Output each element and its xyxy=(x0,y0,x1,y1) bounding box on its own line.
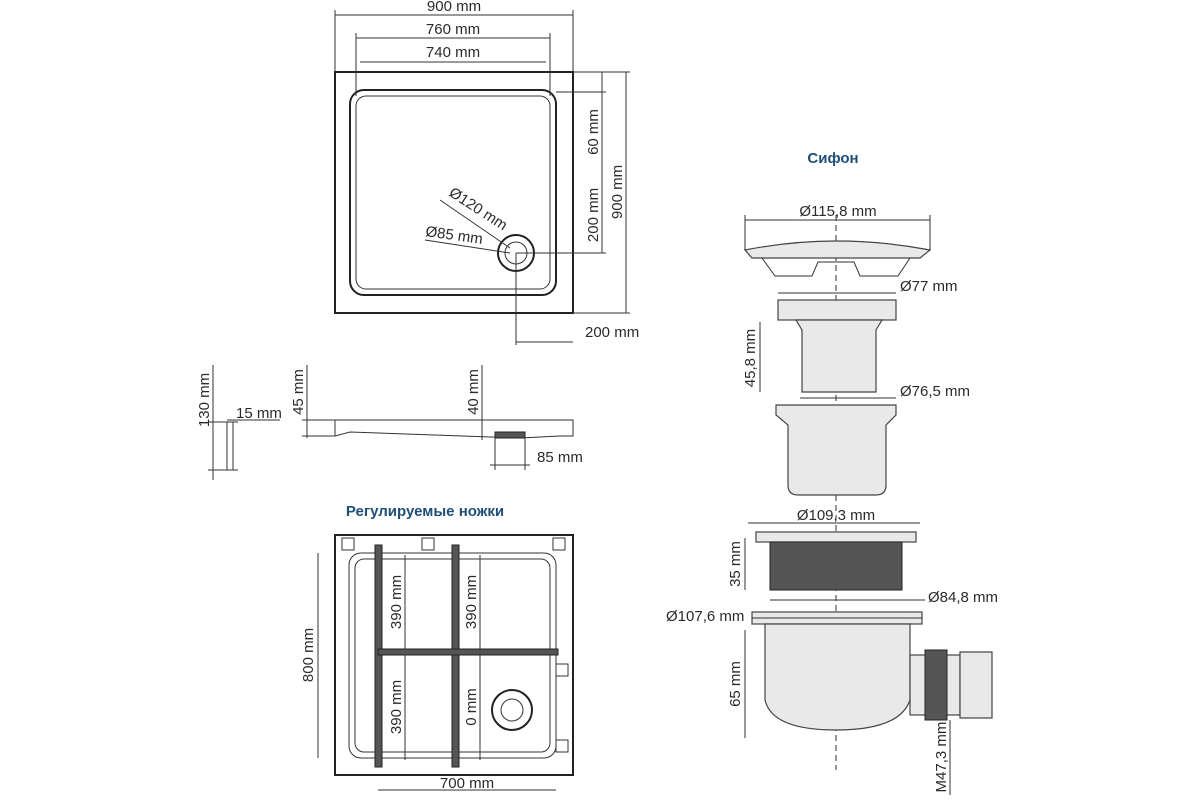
siphon-nut-flange xyxy=(755,531,917,543)
dim-d77: Ø77 mm xyxy=(900,278,958,295)
dim-d115-8: Ø115,8 mm xyxy=(799,203,876,220)
leader-line xyxy=(424,239,511,254)
dim-0: 0 mm xyxy=(463,688,480,726)
siphon-insert-body xyxy=(794,319,884,393)
leg-foot xyxy=(555,739,569,753)
dim-800: 800 mm xyxy=(300,628,317,682)
leader-line xyxy=(439,199,511,249)
dim-60: 60 mm xyxy=(585,109,602,155)
siphon-body xyxy=(764,623,911,731)
dim-200-v: 200 mm xyxy=(585,188,602,242)
dim-m47-3: M47,3 mm xyxy=(933,722,950,793)
siphon-nut-thread xyxy=(769,541,903,591)
dim-760: 760 mm xyxy=(426,21,480,38)
dim-65: 65 mm xyxy=(727,661,744,707)
dim-d107-6: Ø107,6 mm xyxy=(666,608,744,625)
dim-d76-5: Ø76,5 mm xyxy=(900,383,970,400)
siphon-outlet-ring xyxy=(959,651,993,719)
dim-d109-3: Ø109,3 mm xyxy=(797,507,875,524)
leg-foot xyxy=(341,537,355,551)
dim-d84-8: Ø84,8 mm xyxy=(928,589,998,606)
tray-profile xyxy=(334,419,574,439)
dim-740: 740 mm xyxy=(426,44,480,61)
tray-bowl-inner xyxy=(355,95,551,290)
siphon-cup xyxy=(775,404,897,496)
dim-200-h: 200 mm xyxy=(585,324,639,341)
drain-profile xyxy=(494,431,526,439)
siphon-insert-rim xyxy=(777,299,897,321)
leg-foot xyxy=(552,537,566,551)
top-view: 900 mm 760 mm 740 mm 60 mm 200 mm 900 mm… xyxy=(334,0,639,345)
siphon-cap-legs xyxy=(761,257,911,277)
legs-title: Регулируемые ножки xyxy=(346,503,504,520)
leg-rail-right xyxy=(451,544,460,768)
siphon-cap xyxy=(743,240,932,259)
dim-35: 35 mm xyxy=(727,541,744,587)
leg-rail-cross xyxy=(377,648,559,656)
dim-390-tr: 390 mm xyxy=(463,575,480,629)
dim-900-top: 900 mm xyxy=(427,0,481,15)
leg-foot xyxy=(555,663,569,677)
side-view: 130 mm 15 mm 45 mm 40 mm 85 mm xyxy=(196,365,583,480)
dim-900-side: 900 mm xyxy=(609,165,626,219)
siphon-view: Сифон Ø115,8 mm Ø77 mm 45,8 mm Ø76,5 mm … xyxy=(666,150,998,795)
leg-foot xyxy=(421,537,435,551)
tray-bowl-outer xyxy=(349,89,557,296)
siphon-title: Сифон xyxy=(807,150,858,167)
dim-45-8: 45,8 mm xyxy=(742,329,759,387)
dim-45: 45 mm xyxy=(290,369,307,415)
dim-130: 130 mm xyxy=(196,373,213,427)
legs-view: Регулируемые ножки 800 mm 700 mm 390 mm … xyxy=(300,503,574,792)
legs-tray-outline xyxy=(334,534,574,776)
legs-drain-inner xyxy=(500,698,524,722)
dim-390-bl: 390 mm xyxy=(388,680,405,734)
dim-700: 700 mm xyxy=(440,775,494,792)
dim-40: 40 mm xyxy=(465,369,482,415)
tray-outline xyxy=(334,71,574,314)
dim-390-tl: 390 mm xyxy=(388,575,405,629)
siphon-outlet-thread xyxy=(924,649,948,721)
leg-rail-left xyxy=(374,544,383,768)
legs-drain-outer xyxy=(491,689,533,731)
leg-profile xyxy=(226,421,234,471)
dim-85-side: 85 mm xyxy=(537,449,583,466)
dim-15: 15 mm xyxy=(236,405,282,422)
